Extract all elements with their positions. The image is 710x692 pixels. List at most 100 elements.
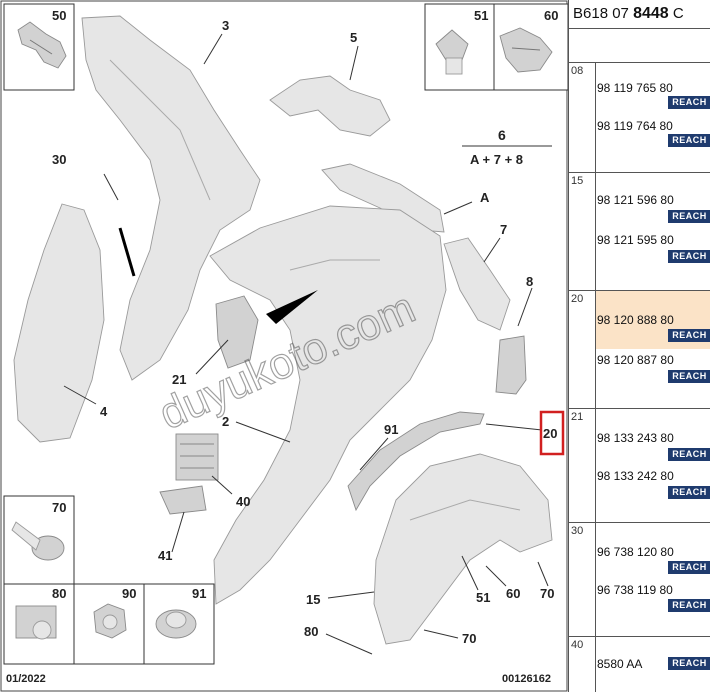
section-40: 40 8580 AA REACH [569, 636, 710, 692]
callout-30[interactable]: 30 [52, 152, 66, 167]
section-08: 08 98 119 765 80 REACH 98 119 764 80 REA… [569, 62, 710, 172]
callout-40[interactable]: 40 [236, 494, 250, 509]
reach-badge: REACH [668, 599, 710, 612]
leader-lines [63, 33, 552, 655]
box-number-60: 60 [544, 8, 558, 23]
bracket-part-5 [269, 75, 391, 137]
box-number-70: 70 [52, 500, 66, 515]
reach-badge: REACH [668, 134, 710, 147]
callout-7[interactable]: 7 [500, 222, 507, 237]
screw-icon [11, 521, 65, 561]
section-divider [595, 637, 596, 692]
section-21: 21 98 133 243 80 REACH 98 133 242 80 REA… [569, 408, 710, 522]
quarter-panel-part-2 [209, 205, 447, 605]
callout-60[interactable]: 60 [506, 586, 520, 601]
reach-badge: REACH [668, 370, 710, 383]
callout-20-highlight[interactable]: 20 [539, 410, 565, 456]
callout-6[interactable]: 6 [498, 127, 506, 143]
wheelarch-liner-part-15 [373, 453, 553, 645]
nut-rivet-icon [435, 29, 469, 75]
callout-21[interactable]: 21 [172, 372, 186, 387]
bracket-part-7 [443, 237, 511, 331]
part-reference[interactable]: 96 738 119 80 [597, 583, 673, 597]
callout-4[interactable]: 4 [100, 404, 108, 419]
callout-2[interactable]: 2 [222, 414, 229, 429]
callout-51[interactable]: 51 [476, 590, 490, 605]
part-reference[interactable]: 8580 AA [597, 657, 643, 671]
diagram-frame [0, 0, 568, 692]
section-divider [595, 409, 596, 522]
panel-header-prefix: B618 07 [573, 5, 634, 22]
reach-badge: REACH [668, 486, 710, 499]
section-number: 40 [571, 639, 584, 651]
reach-badge: REACH [668, 657, 710, 670]
callout-91[interactable]: 91 [384, 422, 398, 437]
part-box-91[interactable]: 91 [143, 583, 215, 665]
part-reference[interactable]: 96 738 120 80 [597, 545, 674, 559]
section-number: 20 [571, 293, 584, 305]
part-reference-selected[interactable]: 98 120 888 80 [597, 313, 674, 327]
part-reference[interactable]: 98 119 765 80 [597, 81, 673, 95]
panel-header: B618 07 8448 C [569, 0, 710, 29]
callout-8[interactable]: 8 [526, 274, 533, 289]
box-number-50: 50 [52, 8, 66, 23]
callout-20: 20 [543, 426, 557, 441]
reach-badge: REACH [668, 250, 710, 263]
callout-A[interactable]: A [480, 190, 490, 205]
part-box-90[interactable]: 90 [73, 583, 145, 665]
part-reference[interactable]: 98 121 596 80 [597, 193, 674, 207]
callout-41[interactable]: 41 [158, 548, 172, 563]
section-divider [595, 63, 596, 172]
section-number: 08 [571, 65, 584, 77]
callout-6-formula: A + 7 + 8 [470, 152, 523, 167]
part-box-51-60[interactable]: 51 60 [424, 3, 568, 91]
part-box-80[interactable]: 80 [3, 583, 75, 665]
section-30: 30 96 738 120 80 REACH 96 738 119 80 REA… [569, 522, 710, 636]
panel-header-suffix: C [668, 5, 684, 22]
part-reference[interactable]: 98 121 595 80 [597, 233, 674, 247]
part-reference[interactable]: 98 133 242 80 [597, 469, 674, 483]
part-box-50[interactable]: 50 [3, 3, 75, 91]
box-number-80: 80 [52, 586, 66, 601]
grille-part-40 [175, 433, 219, 481]
clip-retainer-icon [499, 27, 553, 73]
part-reference[interactable]: 98 120 887 80 [597, 353, 674, 367]
reach-badge: REACH [668, 448, 710, 461]
parts-reference-panel: B618 07 8448 C 08 98 119 765 80 REACH 98… [568, 0, 710, 692]
callout-15[interactable]: 15 [306, 592, 320, 607]
nut-clip-icon [15, 605, 57, 640]
exploded-parts-diagram: 50 51 60 70 80 [0, 0, 568, 692]
panel-header-bold: 8448 [633, 5, 669, 22]
callout-70-right[interactable]: 70 [540, 586, 554, 601]
inner-panel-part-4 [13, 203, 105, 443]
strip-part-A [321, 163, 445, 233]
bracket-part-41 [159, 485, 207, 515]
part-reference[interactable]: 98 119 764 80 [597, 119, 673, 133]
part-reference[interactable]: 98 133 243 80 [597, 431, 674, 445]
footer-date: 01/2022 [6, 673, 46, 685]
section-number: 15 [571, 175, 584, 187]
bracket-part-8 [495, 335, 527, 395]
reach-badge: REACH [668, 210, 710, 223]
box-number-51: 51 [474, 8, 488, 23]
callout-5[interactable]: 5 [350, 30, 357, 45]
section-divider [595, 291, 596, 408]
reach-badge: REACH [668, 329, 710, 342]
section-divider [595, 523, 596, 636]
grommet-icon [155, 609, 197, 639]
section-20: 20 98 120 888 80 REACH 98 120 887 80 REA… [569, 290, 710, 408]
section-15: 15 98 121 596 80 REACH 98 121 595 80 REA… [569, 172, 710, 290]
section-number: 21 [571, 411, 584, 423]
clip-fastener-icon [17, 21, 67, 69]
callout-80[interactable]: 80 [304, 624, 318, 639]
callout-3[interactable]: 3 [222, 18, 229, 33]
box-number-91: 91 [192, 586, 206, 601]
part-box-70[interactable]: 70 [3, 495, 75, 585]
hex-nut-icon [93, 603, 127, 639]
box-number-90: 90 [122, 586, 136, 601]
reach-badge: REACH [668, 561, 710, 574]
reach-badge: REACH [668, 96, 710, 109]
section-number: 30 [571, 525, 584, 537]
callout-70-bottom[interactable]: 70 [462, 631, 476, 646]
rear-pillar-reinforcement-part-3 [81, 15, 261, 381]
